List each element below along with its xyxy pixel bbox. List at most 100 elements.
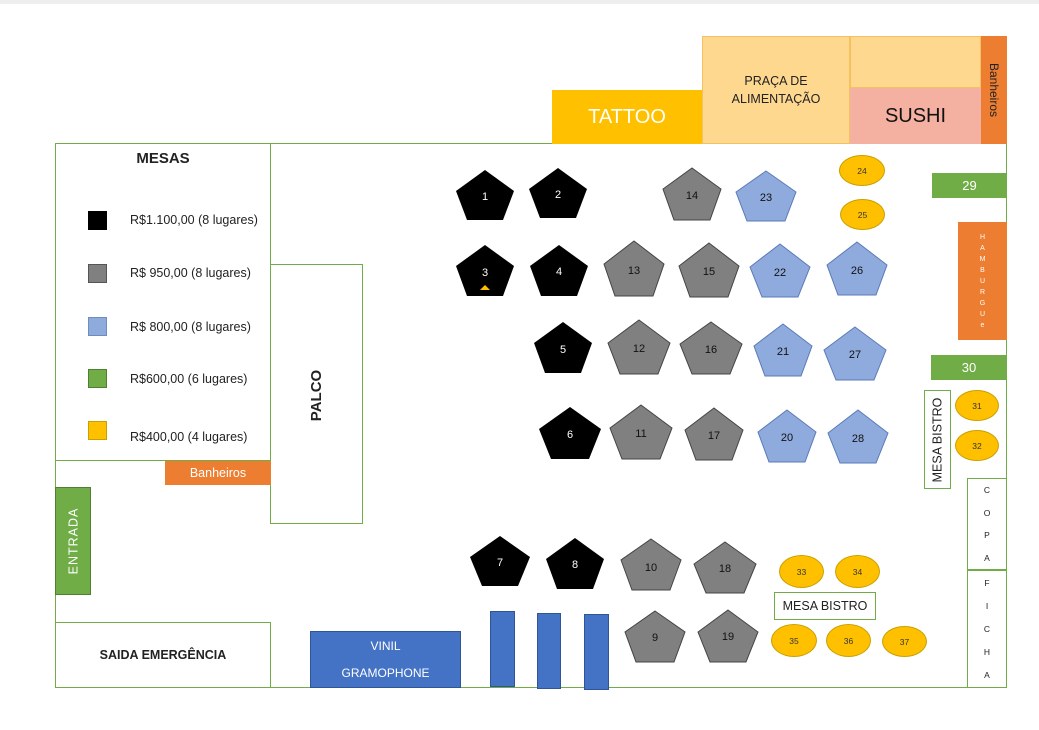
table-3-label: 3	[482, 267, 488, 279]
bistro-table-horizontal: MESA BISTRO	[774, 592, 876, 620]
table-34-label: 34	[852, 566, 863, 577]
table-15[interactable]: 15	[678, 242, 740, 298]
tattoo-area: TATTOO	[552, 90, 702, 144]
ficha-area: F I C H A	[967, 570, 1007, 688]
restrooms-top: Banheiros	[981, 36, 1007, 144]
table-37-label: 37	[899, 636, 910, 647]
table-23-label: 23	[760, 192, 772, 204]
legend-swatch-black	[88, 211, 107, 230]
table-35[interactable]: 35	[771, 624, 817, 657]
table-24[interactable]: 24	[839, 155, 885, 186]
bistro-table-vertical: MESA BISTRO	[924, 390, 951, 489]
table-5-label: 5	[560, 344, 566, 356]
gramophone-label: GRAMOPHONE	[341, 666, 430, 681]
table-9[interactable]: 9	[624, 610, 686, 663]
table-16[interactable]: 16	[679, 321, 743, 375]
table-12-label: 12	[633, 343, 645, 355]
burger-letter: A	[980, 244, 985, 252]
table-19-label: 19	[722, 631, 734, 643]
burger-letter: B	[980, 266, 985, 274]
table-34[interactable]: 34	[835, 555, 880, 588]
legend-title: MESAS	[136, 150, 190, 167]
legend-label-yellow: R$400,00 (4 lugares)	[130, 430, 248, 444]
table-7[interactable]: 7	[470, 536, 530, 586]
sushi-label: SUSHI	[884, 104, 947, 127]
table-28[interactable]: 28	[827, 409, 889, 464]
table-2[interactable]: 2	[529, 168, 587, 218]
ficha-letter: A	[984, 670, 990, 681]
table-14[interactable]: 14	[662, 167, 722, 221]
food-court-label-2: ALIMENTAÇÃO	[731, 92, 821, 106]
table-32[interactable]: 32	[955, 430, 999, 461]
table-31-label: 31	[972, 400, 982, 411]
table-37[interactable]: 37	[882, 626, 927, 657]
table-20[interactable]: 20	[757, 409, 817, 463]
table-13[interactable]: 13	[603, 240, 665, 297]
legend-swatch-green	[88, 369, 107, 388]
burger-stand: H A M B U R G U e	[958, 222, 1007, 340]
table-25-label: 25	[857, 209, 868, 220]
table-27-label: 27	[849, 349, 861, 361]
copa-letter: A	[984, 552, 990, 563]
table-27[interactable]: 27	[823, 326, 887, 381]
burger-letter: M	[979, 255, 986, 263]
table-29[interactable]: 29	[932, 173, 1007, 198]
table-21[interactable]: 21	[753, 323, 813, 377]
food-court-extension	[850, 36, 981, 88]
table-31[interactable]: 31	[955, 390, 999, 421]
top-border	[0, 0, 1039, 4]
table-12[interactable]: 12	[607, 319, 671, 375]
table-1[interactable]: 1	[456, 170, 514, 220]
table-23[interactable]: 23	[735, 170, 797, 222]
legend-label-gray: R$ 950,00 (8 lugares)	[130, 266, 251, 280]
restrooms-left: Banheiros	[165, 461, 271, 485]
bar-counter-3	[584, 614, 609, 690]
table-5[interactable]: 5	[534, 322, 592, 373]
legend-label-black: R$1.100,00 (8 lugares)	[130, 213, 258, 227]
table-30[interactable]: 30	[931, 355, 1007, 380]
table-35-label: 35	[789, 635, 799, 646]
entrance[interactable]: ENTRADA	[55, 487, 91, 595]
table-17-label: 17	[708, 430, 720, 442]
table-8[interactable]: 8	[546, 538, 604, 589]
burger-letter: H	[979, 233, 986, 241]
table-22[interactable]: 22	[749, 243, 811, 298]
ficha-letter: H	[983, 647, 991, 658]
legend-swatch-yellow	[88, 421, 107, 440]
table-10[interactable]: 10	[620, 538, 682, 591]
emergency-exit[interactable]: SAIDA EMERGÊNCIA	[55, 622, 271, 688]
table-33[interactable]: 33	[779, 555, 824, 588]
bar-counter-2	[537, 613, 561, 689]
legend-panel	[55, 143, 271, 461]
legend-label-green: R$600,00 (6 lugares)	[130, 372, 248, 386]
copa-letter: P	[984, 530, 990, 541]
table-6[interactable]: 6	[539, 407, 601, 459]
table-36[interactable]: 36	[826, 624, 871, 657]
legend-swatch-gray	[88, 264, 107, 283]
table-4-label: 4	[556, 266, 562, 278]
table-22-label: 22	[774, 267, 786, 279]
table-17[interactable]: 17	[684, 407, 744, 461]
food-court-label-1: PRAÇA DE	[744, 74, 808, 88]
copa-letter: C	[983, 485, 991, 496]
table-14-label: 14	[686, 190, 698, 202]
stage	[270, 264, 363, 524]
table-36-label: 36	[843, 635, 854, 646]
table-25[interactable]: 25	[840, 199, 885, 230]
burger-letter: U	[979, 277, 986, 285]
table-19[interactable]: 19	[697, 609, 759, 663]
burger-letter: R	[979, 288, 986, 296]
restrooms-left-label: Banheiros	[189, 466, 247, 480]
table-11[interactable]: 11	[609, 404, 673, 460]
table-6-label: 6	[567, 429, 573, 441]
table-4[interactable]: 4	[530, 245, 588, 296]
table-21-label: 21	[777, 346, 789, 358]
table-1-label: 1	[482, 191, 488, 203]
food-court-area: PRAÇA DE ALIMENTAÇÃO	[702, 36, 850, 144]
table-18[interactable]: 18	[693, 541, 757, 594]
table-3[interactable]: 3	[456, 245, 514, 296]
bar-counter-1	[490, 611, 515, 687]
table-26[interactable]: 26	[826, 241, 888, 296]
ficha-letter: I	[985, 600, 989, 611]
